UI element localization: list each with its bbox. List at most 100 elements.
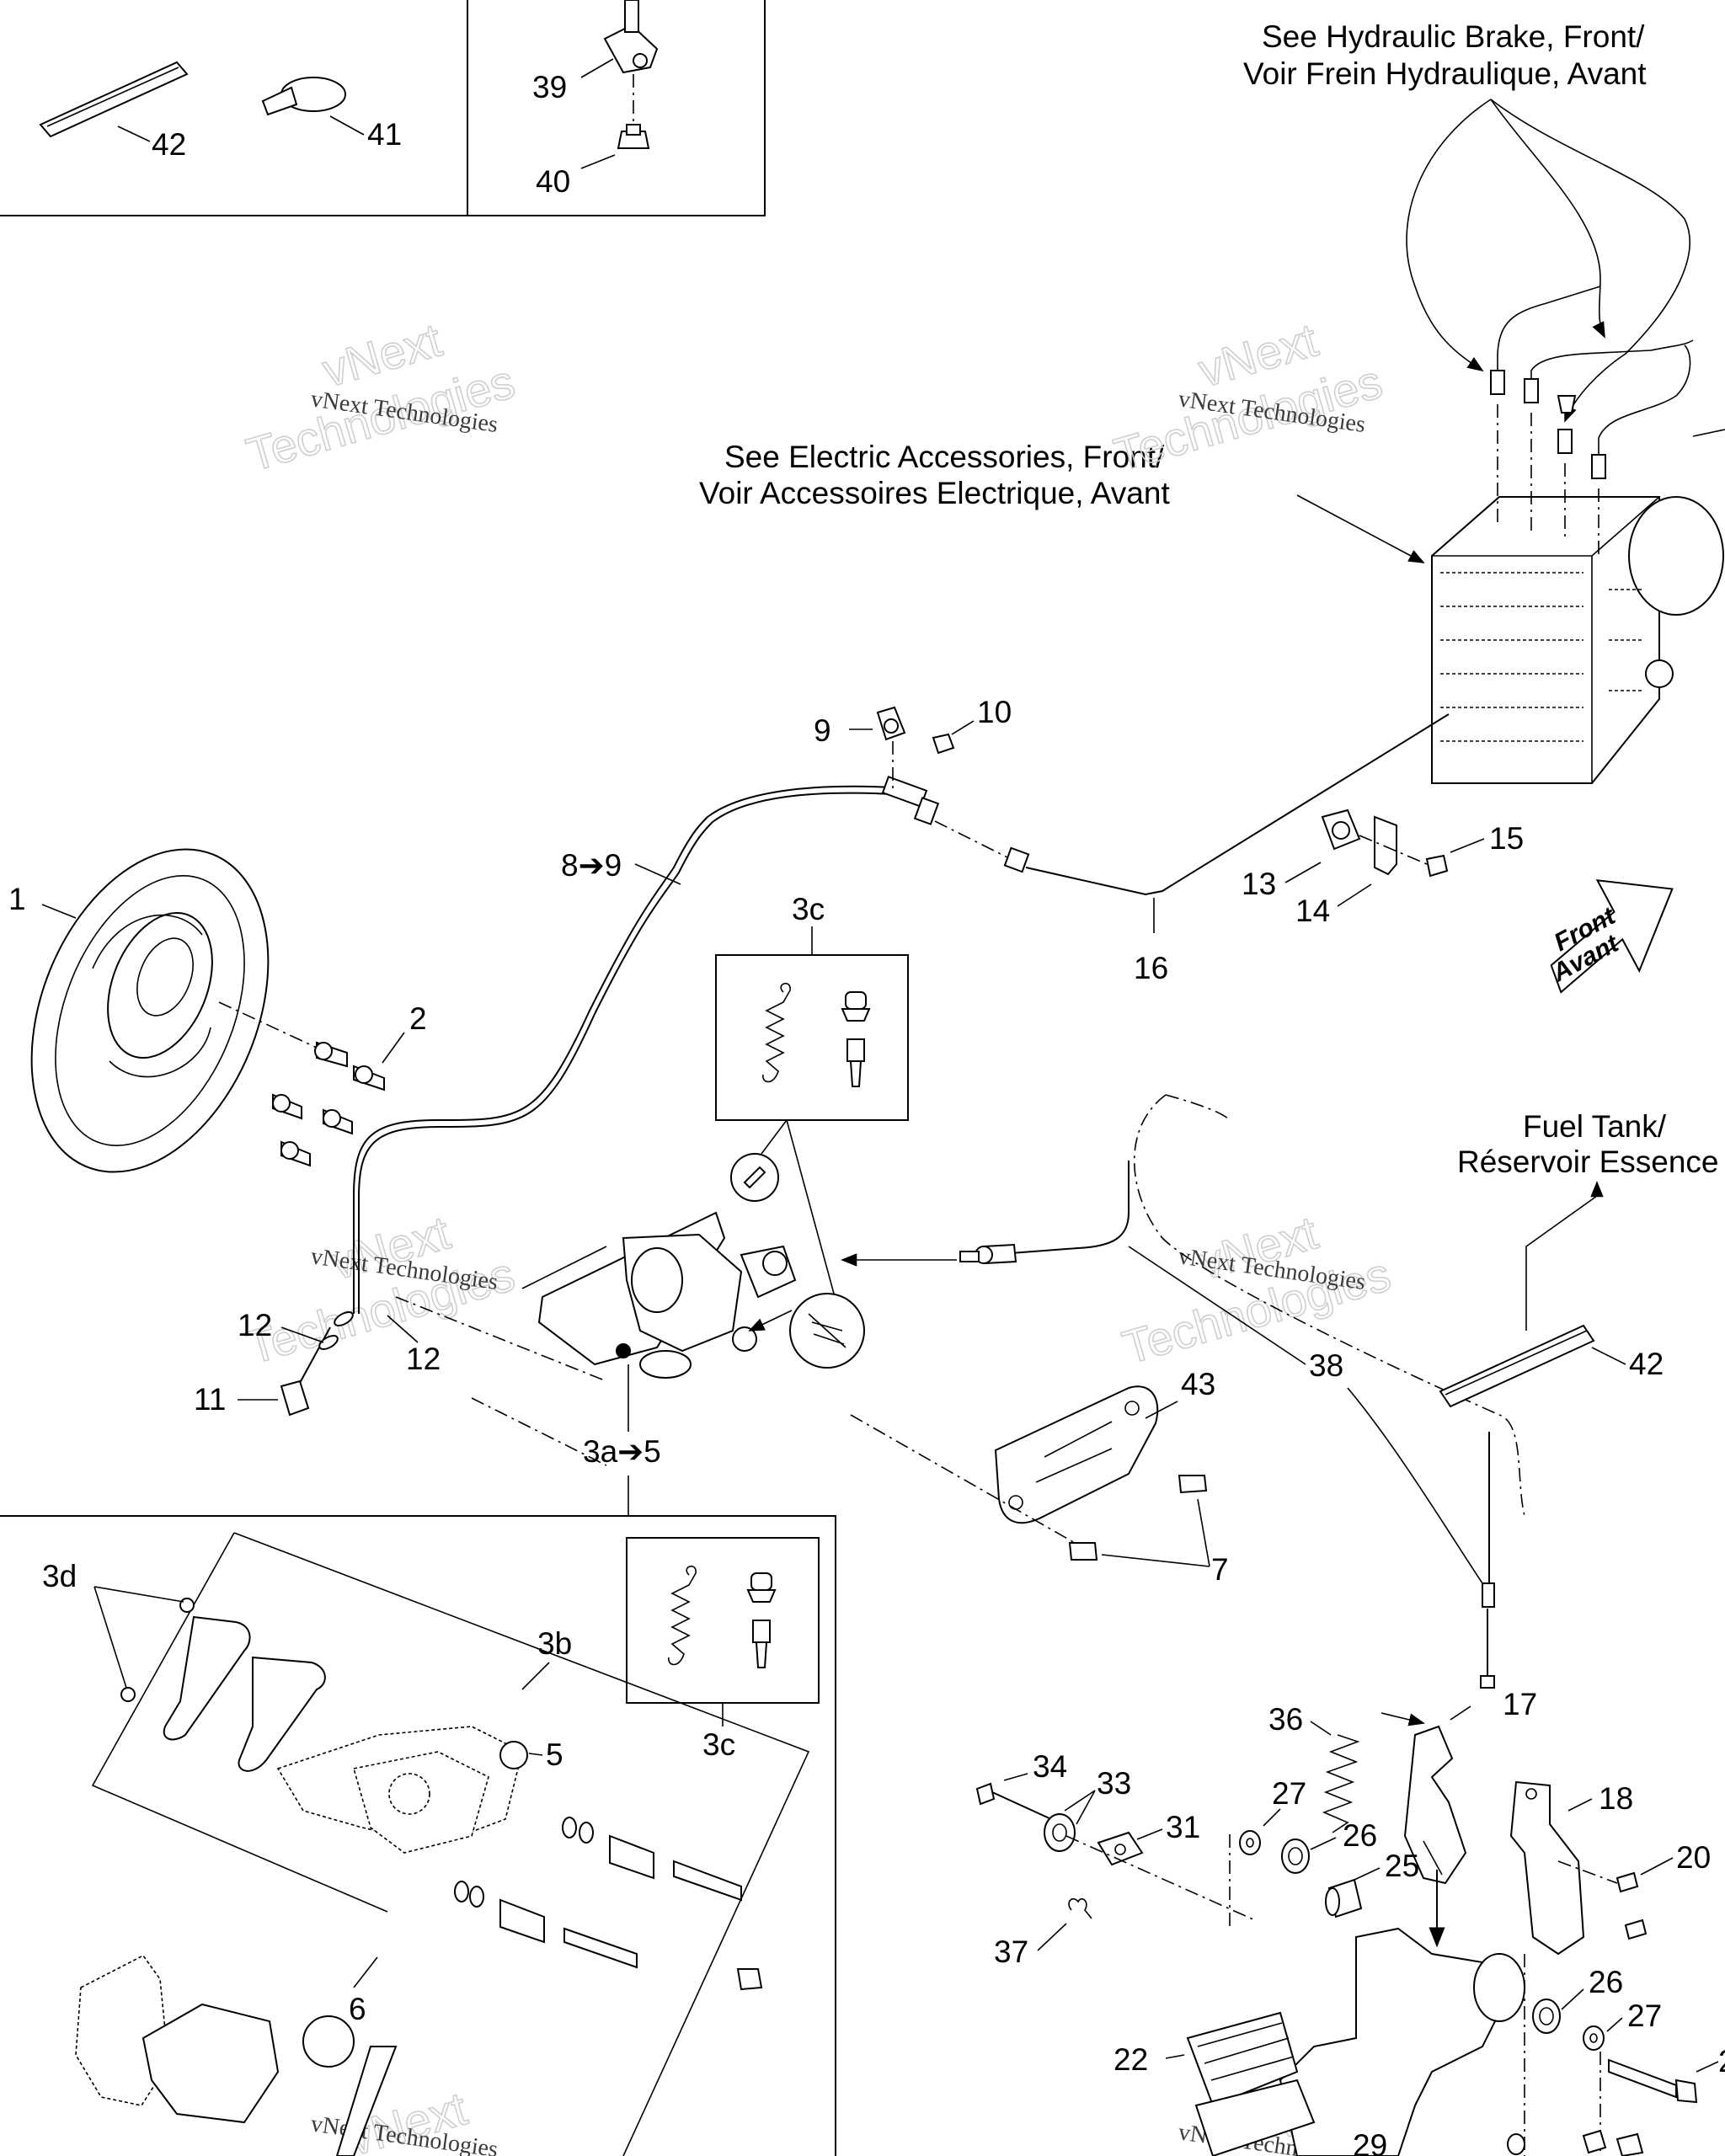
part-22-brake-pedal [1186, 1927, 1525, 2156]
label-12b: 12 [406, 1342, 441, 1376]
label-14: 14 [1295, 894, 1330, 928]
cable-38-end [1480, 1432, 1495, 1689]
part-9-clip [876, 706, 906, 741]
part-41-clamp [261, 77, 346, 116]
label-43: 43 [1181, 1367, 1215, 1401]
callout-fuel-tank-line2: Réservoir Essence [1457, 1145, 1719, 1179]
inset-3c-bottom [626, 1537, 820, 1704]
part-7-bolts [1068, 1475, 1208, 1561]
label-2: 2 [409, 1001, 427, 1036]
part-6-pins [454, 1817, 763, 1991]
detail-circle-spring [789, 1293, 865, 1369]
watermark-5: vNext vNext Technologies [309, 2081, 499, 2156]
label-3c-top: 3c [792, 892, 825, 926]
label-12a: 12 [238, 1308, 272, 1342]
part-12-washers [318, 1311, 354, 1350]
watermark-2: Technologies vNext vNext Technologies [1108, 312, 1388, 483]
label-39: 39 [532, 70, 567, 104]
part-11-banjo-bolt [280, 1326, 331, 1417]
label-5: 5 [546, 1737, 563, 1772]
part-18-bracket [1509, 1780, 1585, 1956]
label-29: 29 [1353, 2128, 1387, 2156]
label-27b: 27 [1627, 1999, 1662, 2033]
label-17: 17 [1503, 1687, 1537, 1721]
part-10-nut [932, 733, 955, 755]
label-3a-to-5: 3a➔5 [583, 1434, 661, 1469]
part-1-brake-disc [30, 848, 270, 1173]
label-3d: 3d [42, 1559, 77, 1593]
part-40-bolt [617, 124, 650, 149]
callout-electric-line2: Voir Accessoires Electrique, Avant [699, 476, 1170, 510]
part-14-bracket [1374, 815, 1397, 876]
label-7: 7 [1211, 1552, 1229, 1587]
watermark-3: Technologies vNext vNext Technologies [240, 1205, 521, 1375]
label-11: 11 [194, 1382, 226, 1417]
part-27-washer-a [1239, 1830, 1261, 1855]
label-27a: 27 [1272, 1776, 1306, 1811]
part-42-strip [39, 61, 189, 138]
bleeder-cap-icon [841, 991, 871, 1087]
label-42b: 42 [1629, 1347, 1664, 1381]
part-36-spring [1322, 1734, 1360, 1833]
part-31-clevis [1097, 1831, 1144, 1866]
label-41: 41 [367, 117, 402, 152]
part-20-bolts [1616, 1871, 1648, 1940]
abs-module [1431, 496, 1724, 784]
label-3c-bottom: 3c [702, 1727, 735, 1762]
brake-fittings [1490, 286, 1725, 556]
brake-hose-8 [353, 776, 940, 1314]
label-9: 9 [814, 713, 831, 748]
label-42a: 42 [152, 127, 186, 162]
part-2-bolt-right [1608, 2058, 1698, 2104]
label-20: 20 [1676, 1840, 1711, 1875]
part-13-grommet [1321, 808, 1361, 851]
part-38-cable [959, 1161, 1130, 1265]
detail-circle-bleeder [730, 1153, 779, 1202]
label-26a: 26 [1343, 1818, 1377, 1853]
part-26-bearing-b [1532, 1999, 1561, 2034]
callout-hydraulic-brake-line1: See Hydraulic Brake, Front/ [1262, 19, 1645, 54]
label-8-to-9: 8➔9 [561, 848, 622, 883]
callout-hydraulic-brake-line2: Voir Frein Hydraulique, Avant [1243, 56, 1647, 91]
part-37-clip [1068, 1897, 1092, 1919]
inset-3c-top [715, 954, 909, 1121]
label-3b: 3b [537, 1626, 572, 1661]
label-22: 22 [1114, 2042, 1148, 2077]
caliper-reference-lower [75, 1954, 398, 2156]
part-27-washer-b [1583, 2025, 1605, 2051]
label-15: 15 [1489, 821, 1524, 856]
label-25: 25 [1385, 1849, 1419, 1883]
part-42-strip-right [1439, 1324, 1595, 1408]
label-10: 10 [977, 695, 1012, 729]
part-34-bolt [975, 1782, 1052, 1820]
part-15-screw [1425, 854, 1449, 878]
callout-fuel-tank-line1: Fuel Tank/ [1523, 1109, 1667, 1144]
part-17-lever [1403, 1725, 1467, 1885]
label-38: 38 [1309, 1348, 1343, 1383]
brake-line-16 [1003, 713, 1450, 896]
label-36: 36 [1268, 1702, 1303, 1737]
label-1: 1 [8, 882, 26, 916]
label-34: 34 [1033, 1749, 1067, 1784]
label-26b: 26 [1589, 1965, 1623, 1999]
label-40: 40 [536, 164, 570, 199]
brake-caliper-assembly [521, 1211, 797, 1379]
label-31: 31 [1166, 1810, 1200, 1844]
label-16: 16 [1134, 951, 1168, 985]
part-26-bearing-a [1281, 1838, 1310, 1874]
spring-icon [762, 983, 791, 1083]
part-43-bracket [994, 1385, 1159, 1524]
label-2b: 2 [1718, 2044, 1725, 2079]
part-3b-caliper-body [276, 1726, 528, 1854]
part-2-bolts [272, 1041, 385, 1167]
label-37: 37 [994, 1935, 1028, 1969]
label-33: 33 [1097, 1766, 1131, 1801]
inset-box-top-left [0, 0, 766, 216]
label-13: 13 [1242, 867, 1276, 901]
front-direction-arrow: Front Avant [1547, 879, 1674, 994]
part-39-clip [603, 0, 659, 74]
label-6: 6 [349, 1992, 366, 2026]
watermark-1: Technologies vNext vNext Technologies [240, 312, 521, 483]
part-33-bushings [1044, 1813, 1076, 1852]
